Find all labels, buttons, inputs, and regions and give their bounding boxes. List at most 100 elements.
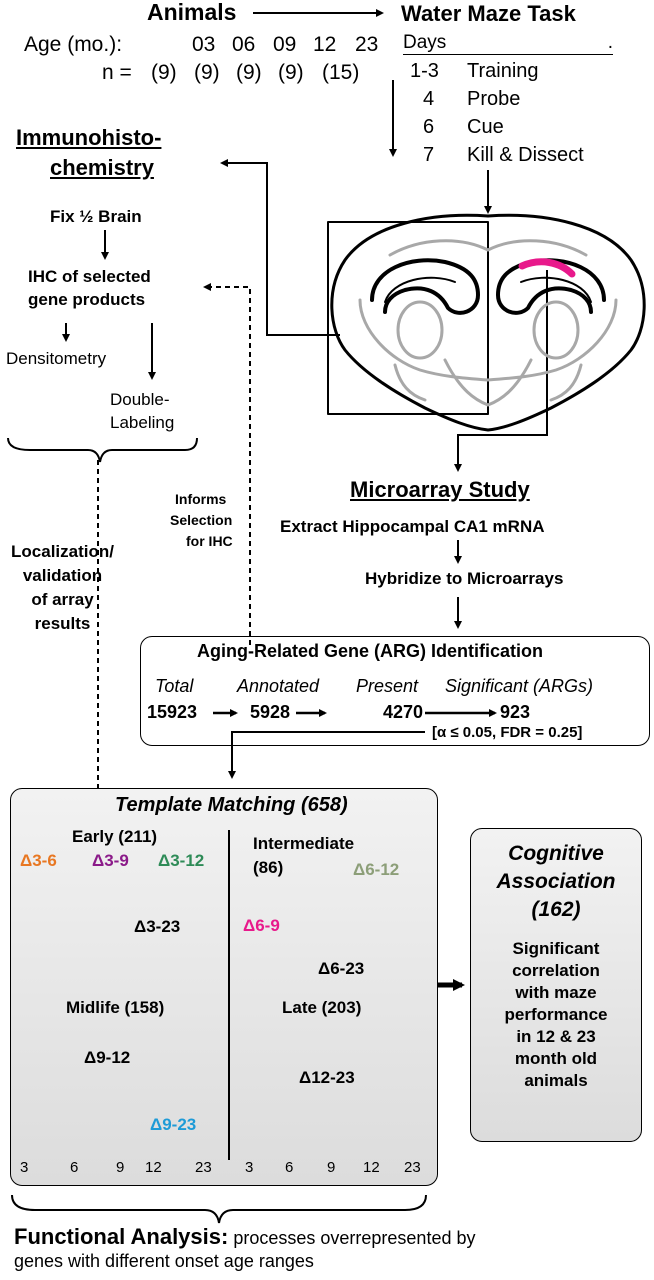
midlife-label-9-23: Δ9-23 xyxy=(150,1115,197,1134)
cognitive-title-line2: Association xyxy=(496,870,616,893)
cognitive-body-line3: with maze xyxy=(515,983,597,1002)
informs-line2: Selection xyxy=(170,512,233,528)
functional-analysis-text-2: genes with different onset age ranges xyxy=(14,1251,314,1271)
functional-analysis-text-1: processes overrepresented by xyxy=(233,1228,476,1248)
double-labeling-line2: Labeling xyxy=(110,413,175,432)
ca1-highlight xyxy=(518,258,576,278)
localization-line2: validation xyxy=(22,566,103,585)
n-09: (9) xyxy=(236,61,262,84)
n-label: n = xyxy=(102,61,132,84)
arrow-arg-to-template xyxy=(228,731,425,779)
tick-left-3: 3 xyxy=(20,1159,29,1176)
day-4: 4 xyxy=(423,88,435,110)
arg-title: Aging-Related Gene (ARG) Identification xyxy=(197,641,544,661)
ihc-selected-line1: IHC of selected xyxy=(28,267,151,286)
n-23: (15) xyxy=(322,61,360,84)
microarray-title: Microarray Study xyxy=(350,477,530,502)
intermediate-title-line1: Intermediate xyxy=(253,834,355,853)
functional-analysis-line1: Functional Analysis: processes overrepre… xyxy=(14,1224,476,1249)
age-12: 12 xyxy=(313,33,337,56)
brace-functional xyxy=(11,1194,427,1224)
cognitive-title-line1: Cognitive xyxy=(508,842,604,865)
tick-right-3: 3 xyxy=(245,1159,254,1176)
cognitive-body-line4: performance xyxy=(504,1005,608,1024)
intermediate-label-6-9: Δ6-9 xyxy=(243,916,280,935)
tick-right-6: 6 xyxy=(285,1159,294,1176)
midlife-label-9-12: Δ9-12 xyxy=(84,1048,131,1067)
late-title: Late (203) xyxy=(282,998,362,1017)
age-06: 06 xyxy=(232,33,256,56)
tick-right-9: 9 xyxy=(327,1159,336,1176)
early-label-3-12: Δ3-12 xyxy=(158,851,205,870)
tick-left-23: 23 xyxy=(195,1159,212,1176)
early-title: Early (211) xyxy=(72,827,158,846)
age-23: 23 xyxy=(355,33,379,56)
informs-line1: Informs xyxy=(175,491,227,507)
localization-line4: results xyxy=(34,614,91,633)
n-03: (9) xyxy=(151,61,177,84)
fix-brain: Fix ½ Brain xyxy=(50,207,142,226)
arg-note: [α ≤ 0.05, FDR = 0.25] xyxy=(432,724,583,741)
functional-analysis-label: Functional Analysis: xyxy=(14,1224,229,1249)
n-06: (9) xyxy=(194,61,220,84)
task-probe: Probe xyxy=(467,88,521,110)
cognitive-body-line1: Significant xyxy=(512,939,600,958)
double-labeling-line1: Double- xyxy=(110,390,170,409)
tick-left-9: 9 xyxy=(116,1159,125,1176)
densitometry-label: Densitometry xyxy=(6,349,107,368)
cognitive-body-line5: in 12 & 23 xyxy=(516,1027,596,1046)
arrow-brain-to-ihc xyxy=(220,159,340,336)
early-label-3-23: Δ3-23 xyxy=(134,917,181,936)
cognitive-body-line7: animals xyxy=(524,1071,588,1090)
late-label-12-23: Δ12-23 xyxy=(299,1068,355,1087)
water-maze-title: Water Maze Task xyxy=(401,1,576,26)
hybridize-step: Hybridize to Microarrays xyxy=(365,569,564,588)
ihc-title-line2: chemistry xyxy=(50,155,154,180)
arg-value-significant: 923 xyxy=(500,702,531,722)
cognitive-box xyxy=(470,828,642,1142)
brain-section xyxy=(327,213,646,432)
n-12: (9) xyxy=(278,61,304,84)
tick-left-6: 6 xyxy=(70,1159,79,1176)
tick-left-12: 12 xyxy=(145,1159,162,1176)
arg-header-total: Total xyxy=(155,676,194,696)
midlife-title: Midlife (158) xyxy=(66,998,165,1017)
intermediate-title-line2: (86) xyxy=(253,858,284,877)
tick-right-23: 23 xyxy=(404,1159,421,1176)
task-training: Training xyxy=(467,60,539,82)
arg-header-annotated: Annotated xyxy=(237,676,320,696)
ihc-selected-line2: gene products xyxy=(28,290,146,309)
brace-ihc xyxy=(7,437,198,463)
arg-header-present: Present xyxy=(356,676,419,696)
arrow-brain-to-microarray xyxy=(454,270,548,472)
task-cue: Cue xyxy=(467,116,504,138)
ihc-title-line1: Immunohisto- xyxy=(16,125,162,150)
localization-line1: Localization/ xyxy=(11,542,114,561)
cognitive-title-line3: (162) xyxy=(531,898,581,921)
age-label: Age (mo.): xyxy=(24,33,123,56)
informs-line3: for IHC xyxy=(186,533,233,549)
arg-box xyxy=(140,636,650,746)
template-title: Template Matching (658) xyxy=(115,794,348,816)
age-09: 09 xyxy=(273,33,297,56)
arg-value-annotated: 5928 xyxy=(250,702,291,722)
days-header: Days. xyxy=(403,32,613,55)
intermediate-label-6-12: Δ6-12 xyxy=(353,860,400,879)
early-label-3-9: Δ3-9 xyxy=(92,851,129,870)
arrow-informs-selection xyxy=(203,283,251,645)
extract-step: Extract Hippocampal CA1 mRNA xyxy=(280,517,545,536)
cognitive-body-line2: correlation xyxy=(512,961,600,980)
task-kill-dissect: Kill & Dissect xyxy=(467,144,584,166)
template-box xyxy=(10,788,438,1186)
animals-label: Animals xyxy=(147,0,237,25)
tick-right-12: 12 xyxy=(363,1159,380,1176)
early-label-3-6: Δ3-6 xyxy=(20,851,57,870)
day-6: 6 xyxy=(423,116,435,138)
intermediate-label-6-23: Δ6-23 xyxy=(318,959,365,978)
day-1-3: 1-3 xyxy=(410,60,439,82)
localization-line3: of array xyxy=(31,590,94,609)
panel-divider-vertical xyxy=(228,830,230,1160)
cognitive-body-line6: month old xyxy=(514,1049,598,1068)
arg-value-present: 4270 xyxy=(383,702,424,722)
